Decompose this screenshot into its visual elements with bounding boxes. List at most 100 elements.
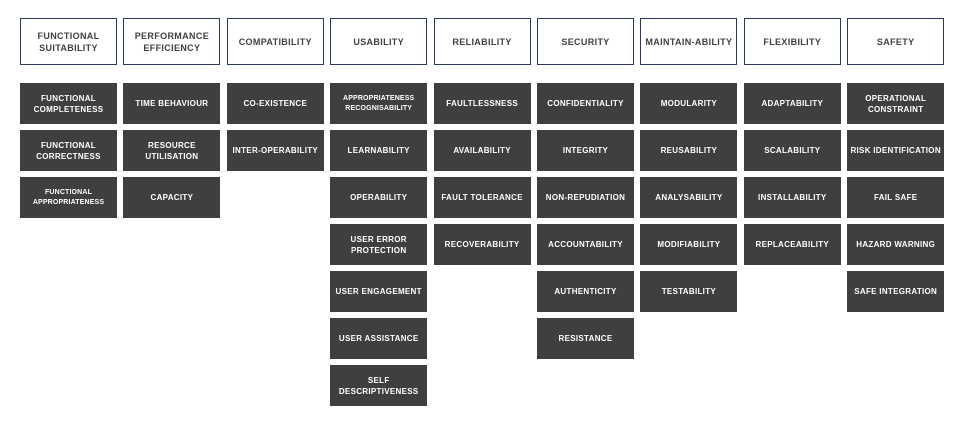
category-column-safety: SAFETY OPERATIONAL CONSTRAINT RISK IDENTIF… bbox=[847, 0, 945, 426]
characteristic-label: MAINTAIN-ABILITY bbox=[645, 36, 733, 47]
subcharacteristic-box[interactable]: TESTABILITY bbox=[640, 271, 738, 312]
subcharacteristic-box[interactable]: ANALYSABILITY bbox=[640, 177, 738, 218]
subcharacteristic-box[interactable]: RECOVERABILITY bbox=[433, 224, 531, 265]
subcharacteristic-box[interactable]: CO-EXISTENCE bbox=[226, 83, 324, 124]
category-column-maintainability: MAINTAIN-ABILITY MODULARITY REUSABILITY ANA… bbox=[640, 0, 738, 426]
subcharacteristic-label: INTEGRITY bbox=[562, 146, 609, 155]
characteristic-header-maintainability[interactable]: MAINTAIN-ABILITY bbox=[640, 18, 738, 65]
subcharacteristic-label: HAZARD WARNING bbox=[856, 240, 936, 249]
subcharacteristic-label: ACCOUNTABILITY bbox=[548, 240, 623, 249]
subcharacteristic-label: FUNCTIONAL CORRECTNESS bbox=[36, 140, 101, 161]
subcharacteristic-box[interactable]: AUTHENTICITY bbox=[537, 271, 634, 312]
subcharacteristic-box[interactable]: CONFIDENTIALITY bbox=[537, 83, 634, 124]
subcharacteristic-label: USER ASSISTANCE bbox=[338, 334, 419, 343]
characteristic-label: FLEXIBILITY bbox=[763, 36, 822, 47]
characteristic-label: PERFORMANCE EFFICIENCY bbox=[134, 30, 210, 53]
characteristic-header-safety[interactable]: SAFETY bbox=[847, 18, 945, 65]
subcharacteristic-box[interactable]: SAFE INTEGRATION bbox=[847, 271, 945, 312]
characteristic-label: RELIABILITY bbox=[452, 36, 512, 47]
characteristic-header-compatibility[interactable]: COMPATIBILITY bbox=[226, 18, 324, 65]
subcharacteristic-box[interactable]: FAULT TOLERANCE bbox=[433, 177, 531, 218]
category-column-performance-efficiency: PERFORMANCE EFFICIENCY TIME BEHAVIOUR RESO… bbox=[123, 0, 221, 426]
subcharacteristic-box[interactable]: FAULTLESSNESS bbox=[433, 83, 531, 124]
subcharacteristic-box[interactable]: MODULARITY bbox=[640, 83, 738, 124]
subcharacteristic-box[interactable]: SCALABILITY bbox=[743, 130, 841, 171]
subcharacteristic-box[interactable]: USER ERROR PROTECTION bbox=[330, 224, 428, 265]
characteristic-label: FUNCTIONAL SUITABILITY bbox=[37, 30, 100, 53]
category-column-flexibility: FLEXIBILITY ADAPTABILITY SCALABILITY INSTAL… bbox=[743, 0, 841, 426]
subcharacteristic-label: AUTHENTICITY bbox=[554, 287, 617, 296]
subcharacteristic-label: SELF DESCRIPTIVENESS bbox=[338, 375, 419, 396]
subcharacteristic-label: TESTABILITY bbox=[661, 287, 717, 296]
subcharacteristic-label: AVAILABILITY bbox=[453, 146, 511, 155]
subcharacteristic-box[interactable]: RISK IDENTIFICATION bbox=[847, 130, 945, 171]
subcharacteristic-label: CO-EXISTENCE bbox=[243, 99, 308, 108]
category-column-compatibility: COMPATIBILITY CO-EXISTENCE INTER-OPERABILI… bbox=[226, 0, 324, 426]
subcharacteristic-box[interactable]: SELF DESCRIPTIVENESS bbox=[330, 365, 428, 406]
subcharacteristic-box[interactable]: RESOURCE UTILISATION bbox=[123, 130, 221, 171]
subcharacteristic-label: SCALABILITY bbox=[764, 146, 821, 155]
characteristic-header-security[interactable]: SECURITY bbox=[537, 18, 634, 65]
characteristic-label: SAFETY bbox=[876, 36, 915, 47]
subcharacteristic-box[interactable]: FUNCTIONAL COMPLETENESS bbox=[20, 83, 117, 124]
subcharacteristic-box[interactable]: FUNCTIONAL CORRECTNESS bbox=[20, 130, 117, 171]
characteristic-label: SECURITY bbox=[561, 36, 610, 47]
subcharacteristic-label: USER ERROR PROTECTION bbox=[350, 234, 407, 255]
subcharacteristic-box[interactable]: REUSABILITY bbox=[640, 130, 738, 171]
characteristic-label: USABILITY bbox=[353, 36, 405, 47]
characteristic-label: COMPATIBILITY bbox=[238, 36, 312, 47]
subcharacteristic-box[interactable]: USER ASSISTANCE bbox=[330, 318, 428, 359]
subcharacteristic-box[interactable]: REPLACEABILITY bbox=[743, 224, 841, 265]
subcharacteristic-box[interactable]: OPERABILITY bbox=[330, 177, 428, 218]
subcharacteristic-label: MODIFIABILITY bbox=[657, 240, 721, 249]
subcharacteristic-box[interactable]: CAPACITY bbox=[123, 177, 221, 218]
subcharacteristic-label: RECOVERABILITY bbox=[444, 240, 520, 249]
characteristic-header-usability[interactable]: USABILITY bbox=[330, 18, 428, 65]
subcharacteristic-box[interactable]: FUNCTIONAL APPROPRIATENESS bbox=[20, 177, 117, 218]
subcharacteristic-label: REPLACEABILITY bbox=[755, 240, 830, 249]
subcharacteristic-box[interactable]: APPROPRIATENESS RECOGNISABILITY bbox=[330, 83, 428, 124]
category-column-security: SECURITY CONFIDENTIALITY INTEGRITY NON-REPU… bbox=[537, 0, 634, 426]
subcharacteristic-box[interactable]: INSTALLABILITY bbox=[743, 177, 841, 218]
subcharacteristic-box[interactable]: RESISTANCE bbox=[537, 318, 634, 359]
subcharacteristic-label: RESOURCE UTILISATION bbox=[145, 140, 199, 161]
subcharacteristic-box[interactable]: FAIL SAFE bbox=[847, 177, 945, 218]
subcharacteristic-label: NON-REPUDIATION bbox=[545, 193, 626, 202]
subcharacteristic-label: ADAPTABILITY bbox=[761, 99, 824, 108]
subcharacteristic-box[interactable]: MODIFIABILITY bbox=[640, 224, 738, 265]
characteristic-header-performance-efficiency[interactable]: PERFORMANCE EFFICIENCY bbox=[123, 18, 221, 65]
subcharacteristic-box[interactable]: HAZARD WARNING bbox=[847, 224, 945, 265]
subcharacteristic-label: OPERATIONAL CONSTRAINT bbox=[865, 93, 927, 114]
subcharacteristic-box[interactable]: USER ENGAGEMENT bbox=[330, 271, 428, 312]
subcharacteristic-box[interactable]: LEARNABILITY bbox=[330, 130, 428, 171]
subcharacteristic-box[interactable]: ADAPTABILITY bbox=[743, 83, 841, 124]
subcharacteristic-box[interactable]: INTER-OPERABILITY bbox=[226, 130, 324, 171]
subcharacteristic-label: INSTALLABILITY bbox=[758, 193, 827, 202]
subcharacteristic-box[interactable]: OPERATIONAL CONSTRAINT bbox=[847, 83, 945, 124]
subcharacteristic-label: ANALYSABILITY bbox=[655, 193, 723, 202]
characteristic-header-reliability[interactable]: RELIABILITY bbox=[433, 18, 531, 65]
subcharacteristic-label: OPERABILITY bbox=[350, 193, 408, 202]
subcharacteristic-box[interactable]: ACCOUNTABILITY bbox=[537, 224, 634, 265]
subcharacteristic-label: FAULTLESSNESS bbox=[446, 99, 518, 108]
characteristic-header-flexibility[interactable]: FLEXIBILITY bbox=[743, 18, 841, 65]
category-column-reliability: RELIABILITY FAULTLESSNESS AVAILABILITY FAUL… bbox=[433, 0, 531, 426]
subcharacteristic-label: FAULT TOLERANCE bbox=[441, 193, 523, 202]
subcharacteristic-label: SAFE INTEGRATION bbox=[854, 287, 938, 296]
subcharacteristic-label: LEARNABILITY bbox=[347, 146, 410, 155]
subcharacteristic-label: CONFIDENTIALITY bbox=[547, 99, 624, 108]
subcharacteristic-box[interactable]: NON-REPUDIATION bbox=[537, 177, 634, 218]
subcharacteristic-label: CAPACITY bbox=[150, 193, 194, 202]
subcharacteristic-label: INTER-OPERABILITY bbox=[232, 146, 319, 155]
subcharacteristic-label: MODULARITY bbox=[660, 99, 718, 108]
subcharacteristic-box[interactable]: AVAILABILITY bbox=[433, 130, 531, 171]
subcharacteristic-box[interactable]: INTEGRITY bbox=[537, 130, 634, 171]
subcharacteristic-label: TIME BEHAVIOUR bbox=[135, 99, 209, 108]
category-column-usability: USABILITY APPROPRIATENESS RECOGNISABILITY… bbox=[330, 0, 428, 426]
subcharacteristic-label: USER ENGAGEMENT bbox=[335, 287, 422, 296]
characteristic-header-functional-suitability[interactable]: FUNCTIONAL SUITABILITY bbox=[20, 18, 117, 65]
subcharacteristic-label: RISK IDENTIFICATION bbox=[850, 146, 941, 155]
subcharacteristic-label: REUSABILITY bbox=[660, 146, 718, 155]
subcharacteristic-box[interactable]: TIME BEHAVIOUR bbox=[123, 83, 221, 124]
